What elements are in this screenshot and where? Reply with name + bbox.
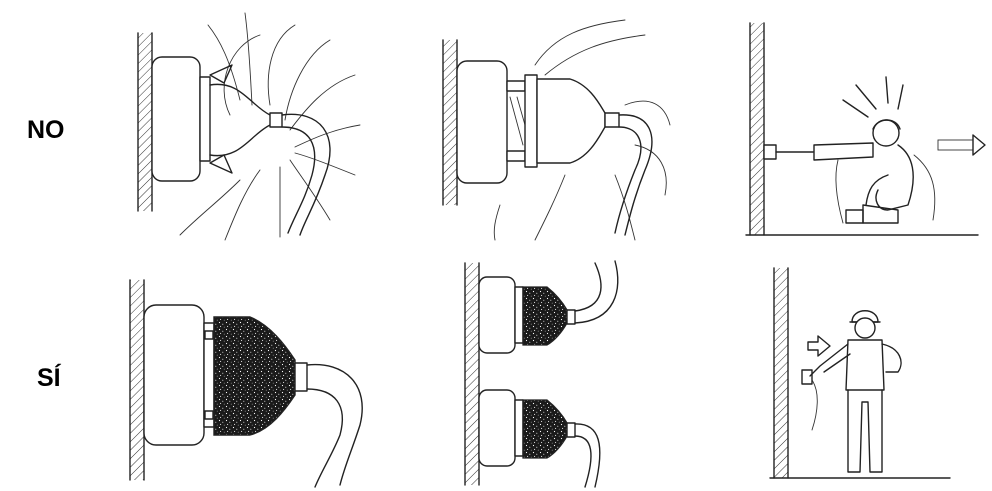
nozzle-icon (152, 57, 282, 181)
panel-no-nozzle-clamped-spray (425, 5, 685, 245)
nozzle-icon (144, 305, 307, 445)
panel-si-nozzle-sealed-large (120, 265, 380, 490)
hatched-wall-icon (465, 263, 479, 485)
panel-no-nozzle-loose-spray (120, 5, 370, 245)
panel-si-nozzle-sealed-pair (455, 255, 655, 491)
worker-icon (810, 311, 901, 472)
hose-icon (282, 114, 330, 235)
hose-icon (575, 424, 600, 487)
worker-icon (814, 120, 913, 223)
spray-lines-icon (843, 77, 903, 117)
hose-icon (836, 155, 935, 223)
hatched-wall-icon (746, 23, 978, 235)
hatched-wall-icon (443, 40, 457, 205)
arrow-icon (938, 135, 985, 155)
arrow-icon (808, 336, 830, 356)
nozzle-icon (457, 61, 619, 183)
hatched-wall-icon (138, 33, 152, 211)
panel-si-worker-upright (760, 262, 985, 487)
nozzle-icon (764, 145, 813, 159)
nozzle-icon (479, 390, 575, 466)
hatched-wall-icon (130, 280, 144, 480)
hose-icon (812, 380, 817, 430)
nozzle-icon (802, 370, 812, 384)
hose-icon (575, 261, 618, 323)
hose-icon (307, 365, 362, 487)
hose-icon (615, 115, 652, 235)
panel-no-worker-pushed-back (738, 5, 988, 245)
nozzle-icon (479, 277, 575, 353)
row-label-si: SÍ (37, 364, 61, 393)
row-label-no: NO (27, 116, 65, 145)
